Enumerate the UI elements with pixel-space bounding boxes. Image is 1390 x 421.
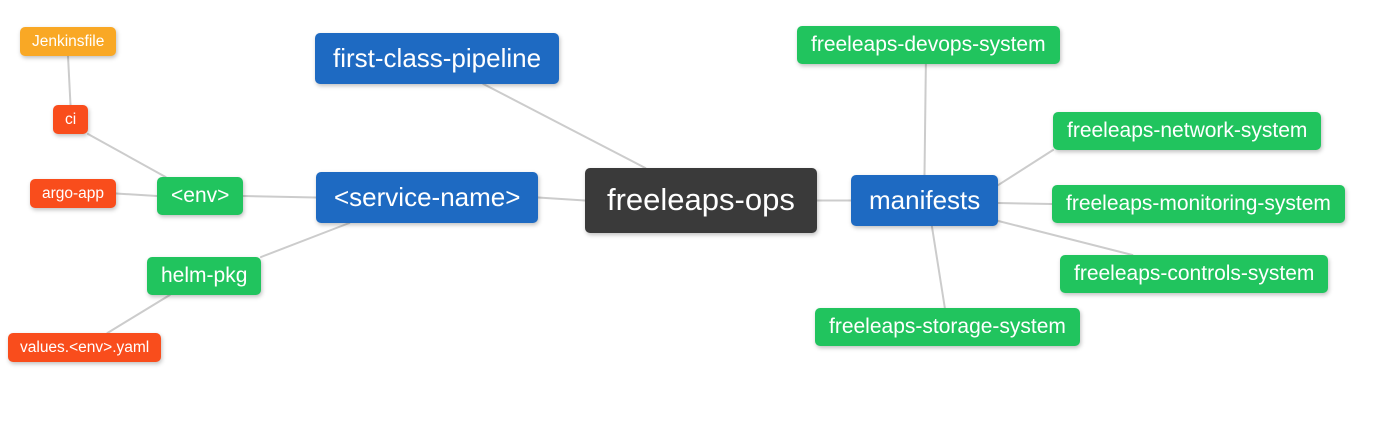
node-service-name[interactable]: <service-name>: [316, 172, 539, 223]
node-freeleaps-network-system[interactable]: freeleaps-network-system: [1053, 112, 1322, 151]
node-label: argo-app: [42, 185, 105, 202]
edge: [115, 192, 158, 197]
edge: [260, 222, 351, 258]
edge: [106, 294, 171, 334]
node-label: freeleaps-storage-system: [829, 315, 1066, 338]
node-helm-pkg[interactable]: helm-pkg: [147, 257, 262, 296]
edge: [67, 55, 72, 106]
node-label: helm-pkg: [161, 264, 248, 287]
node-label: first-class-pipeline: [333, 43, 542, 73]
node-argo-app[interactable]: argo-app: [30, 179, 117, 209]
node-label: ci: [65, 111, 77, 128]
node-values-env-yaml[interactable]: values.<env>.yaml: [8, 333, 162, 363]
node-freeleaps-ops[interactable]: freeleaps-ops: [585, 168, 817, 233]
node-label: Jenkinsfile: [32, 33, 105, 50]
node-freeleaps-controls-system[interactable]: freeleaps-controls-system: [1060, 255, 1329, 294]
node-label: freeleaps-devops-system: [811, 33, 1046, 56]
edge: [930, 225, 946, 309]
node-label: freeleaps-network-system: [1067, 119, 1308, 142]
node-ci[interactable]: ci: [53, 105, 89, 135]
edge: [997, 149, 1054, 187]
edge: [997, 202, 1053, 205]
node-jenkinsfile[interactable]: Jenkinsfile: [20, 27, 117, 57]
edge: [537, 196, 586, 202]
node-label: <service-name>: [334, 182, 521, 212]
node-label: <env>: [171, 184, 230, 207]
edge: [997, 219, 1134, 256]
node-label: values.<env>.yaml: [20, 339, 150, 356]
node-label: manifests: [869, 185, 981, 215]
node-label: freeleaps-ops: [607, 182, 795, 217]
edge: [482, 83, 647, 169]
edge: [242, 195, 317, 199]
node-freeleaps-storage-system[interactable]: freeleaps-storage-system: [815, 308, 1080, 347]
node-label: freeleaps-monitoring-system: [1066, 192, 1331, 215]
node-label: freeleaps-controls-system: [1074, 262, 1315, 285]
node-manifests[interactable]: manifests: [851, 175, 999, 226]
node-env[interactable]: <env>: [157, 177, 244, 216]
edge: [923, 63, 927, 176]
node-freeleaps-monitoring-system[interactable]: freeleaps-monitoring-system: [1052, 185, 1345, 224]
node-first-class-pipeline[interactable]: first-class-pipeline: [315, 33, 560, 84]
node-freeleaps-devops-system[interactable]: freeleaps-devops-system: [797, 26, 1060, 65]
edge: [87, 133, 167, 178]
